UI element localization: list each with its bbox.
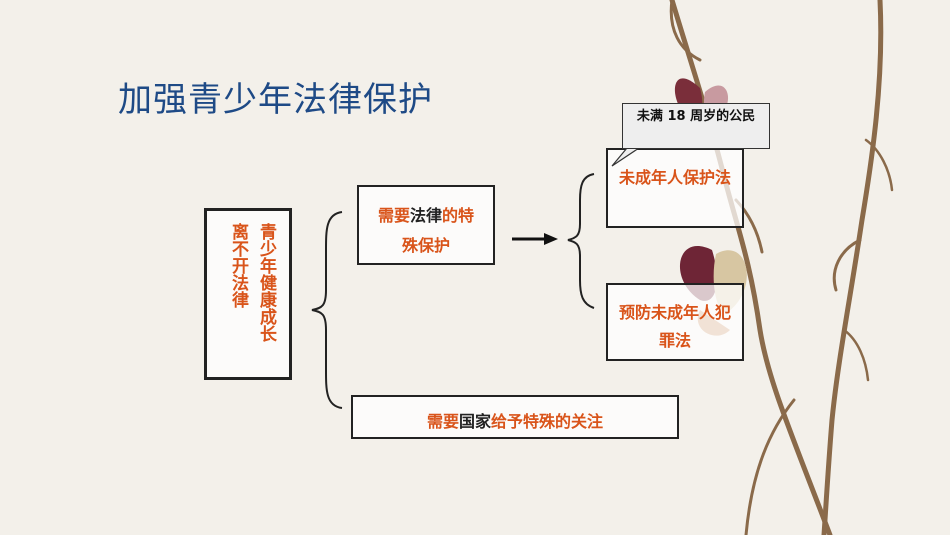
arrow-right [512,233,558,245]
node-crime-prevention-law: 预防未成年人犯罪法 [606,283,744,361]
need-state-part2: 国家 [458,412,491,431]
node-need-law: 需要法律的特 殊保护 [357,185,495,265]
need-law-part4: 殊保护 [401,236,450,255]
page-title: 加强青少年法律保护 [118,80,433,120]
brace-main [311,211,343,409]
need-law-part2: 法律 [409,206,442,225]
root-label-line1: 青少年健康成长 [256,223,276,342]
node-need-state: 需要国家给予特殊的关注 [351,395,679,439]
root-label-line2: 离不开法律 [228,223,248,308]
need-state-part3: 给予特殊的关注 [491,412,604,431]
root-node: 青少年健康成长 离不开法律 [204,208,292,380]
need-law-part1: 需要 [377,206,410,225]
need-law-part3: 的特 [442,206,475,225]
callout-note: 未满 18 周岁的公民 [622,103,770,149]
node-minor-protection-law: 未成年人保护法 [606,148,744,228]
need-state-part1: 需要 [426,412,459,431]
brace-laws [567,173,595,309]
